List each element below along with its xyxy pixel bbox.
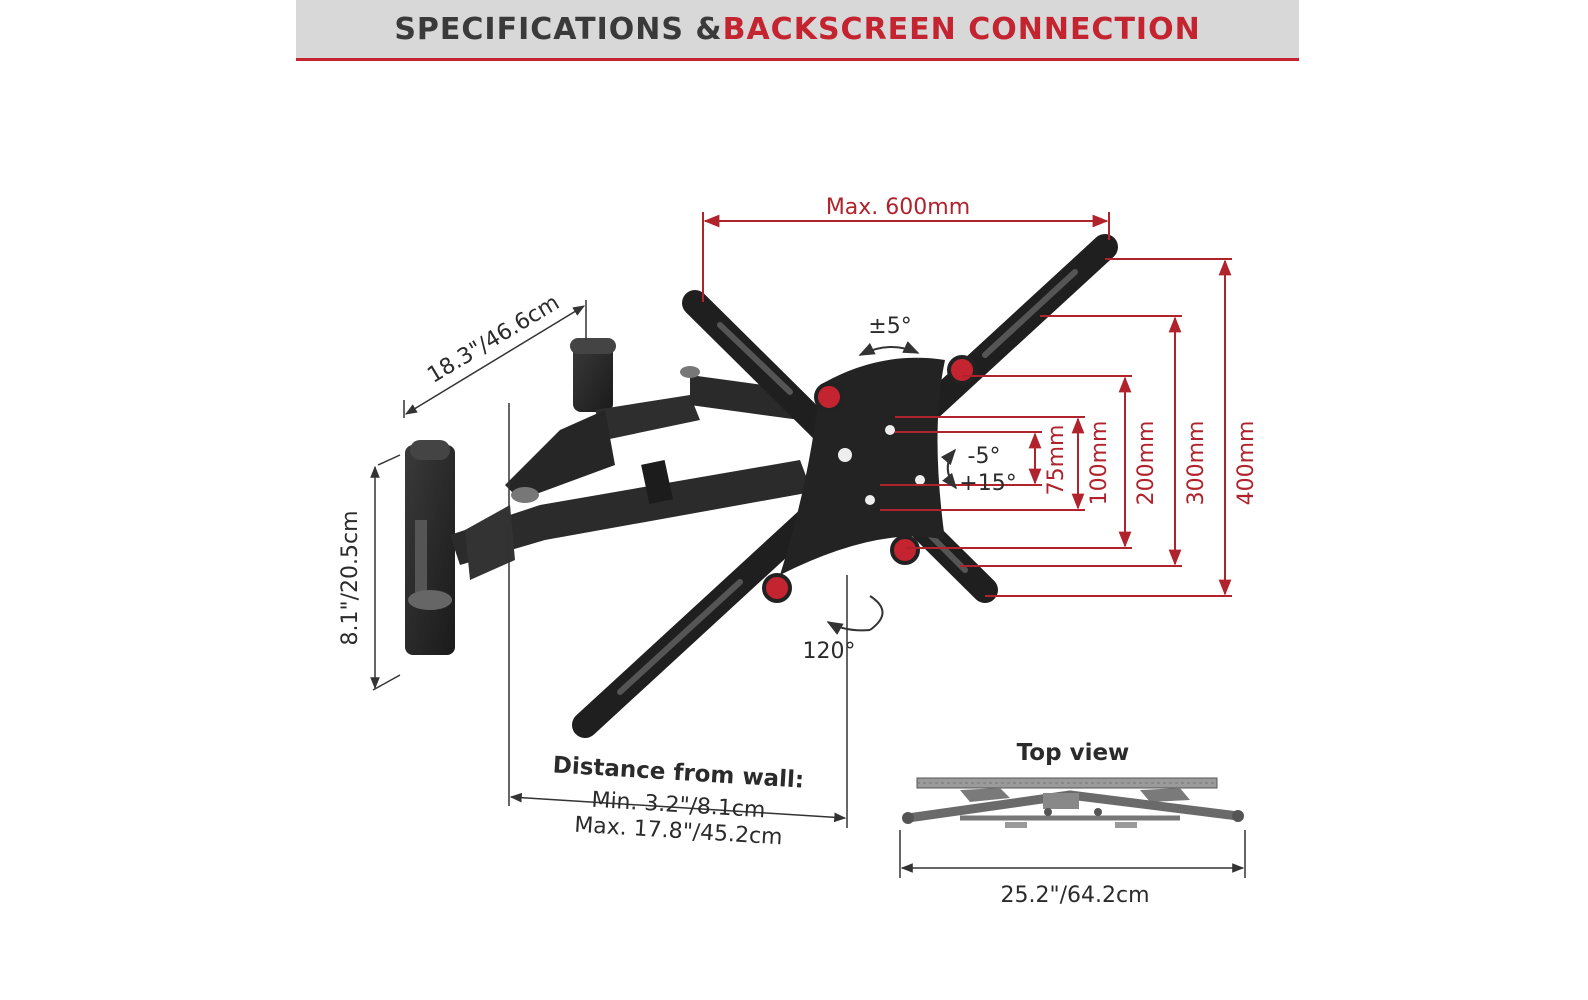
vesa-200-label: 200mm [1134, 421, 1159, 506]
arm-length-dimension [403, 300, 587, 418]
header-title-part1: SPECIFICATIONS & [394, 11, 723, 47]
arm-length-label: 18.3"/46.6cm [423, 290, 564, 388]
distance-dimension [508, 403, 848, 828]
header-banner: SPECIFICATIONS & BACKSCREEN CONNECTION [296, 0, 1299, 61]
header-title-part2: BACKSCREEN CONNECTION [722, 11, 1201, 47]
tilt-plus-label: +15° [959, 471, 1016, 496]
mount-pad-top-left [814, 382, 844, 412]
max-width-label: Max. 600mm [826, 195, 970, 220]
top-view-drawing [902, 777, 1244, 828]
vesa-100-label: 100mm [1087, 421, 1112, 506]
top-view-width-dimension [899, 830, 1246, 878]
wall-plate-height-dimension [370, 454, 401, 691]
swivel-arrow-bottom [826, 595, 884, 635]
mount-pad-top-right [947, 355, 977, 385]
vesa-bracket [572, 234, 1118, 738]
vesa-dimensions [702, 212, 1232, 597]
distance-title: Distance from wall: [552, 752, 805, 793]
vesa-75-label: 75mm [1044, 425, 1069, 496]
tilt-arrow [940, 448, 957, 490]
wall-plate-height-label: 8.1"/20.5cm [338, 510, 363, 645]
tilt-swivel-label: ±5° [868, 314, 911, 339]
wall-plate [405, 440, 455, 655]
articulating-arms [450, 366, 812, 580]
pivot-post [570, 338, 616, 412]
mount-pad-bottom-right [890, 535, 920, 565]
vesa-400-label: 400mm [1234, 421, 1259, 506]
top-view-width-label: 25.2"/64.2cm [1000, 883, 1149, 908]
swivel-arrow-top [858, 341, 920, 356]
vesa-300-label: 300mm [1184, 421, 1209, 506]
mount-pad-bottom-left [762, 573, 792, 603]
tilt-minus-label: -5° [968, 444, 1001, 469]
top-view-title: Top view [1017, 740, 1130, 766]
